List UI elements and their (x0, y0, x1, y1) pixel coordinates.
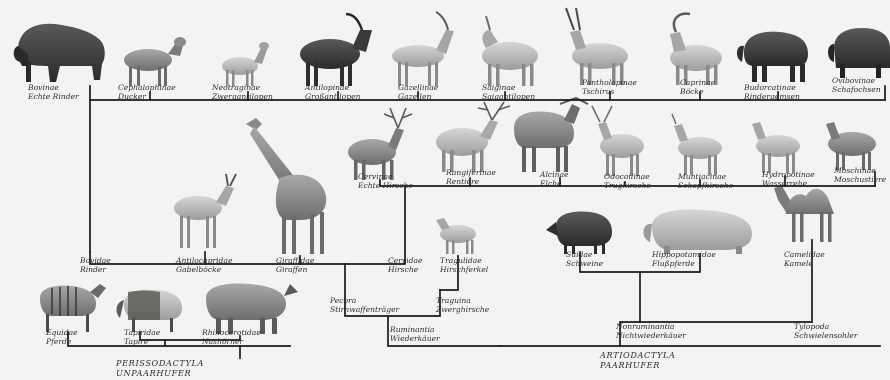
moose-icon (514, 98, 588, 172)
zebra-icon (40, 284, 106, 332)
reindeer-icon (436, 102, 510, 172)
takin-icon (737, 32, 808, 82)
chiru-icon (566, 8, 628, 85)
musk-ox-icon (828, 28, 890, 78)
sable-antelope-icon (300, 14, 372, 86)
chevrotain-icon (436, 218, 476, 254)
gazelle-icon (392, 12, 454, 86)
water-deer-icon (752, 122, 800, 173)
ibex-icon (670, 14, 722, 85)
duiker-icon (124, 37, 186, 86)
hippopotamus-icon (643, 210, 752, 254)
saiga-icon (482, 16, 538, 86)
dik-dik-icon (222, 42, 269, 86)
tapir-icon (117, 290, 182, 332)
camel-icon (774, 186, 834, 242)
musk-deer-icon (826, 122, 876, 170)
rhinoceros-icon (206, 284, 298, 334)
pronghorn-icon (174, 174, 236, 248)
giraffe-icon (246, 118, 326, 254)
tree-branches (68, 86, 885, 358)
white-tailed-deer-icon (592, 106, 644, 176)
red-deer-icon (348, 108, 412, 180)
bison-icon (14, 24, 105, 82)
muntjac-icon (672, 114, 722, 175)
wild-boar-icon (546, 212, 612, 254)
